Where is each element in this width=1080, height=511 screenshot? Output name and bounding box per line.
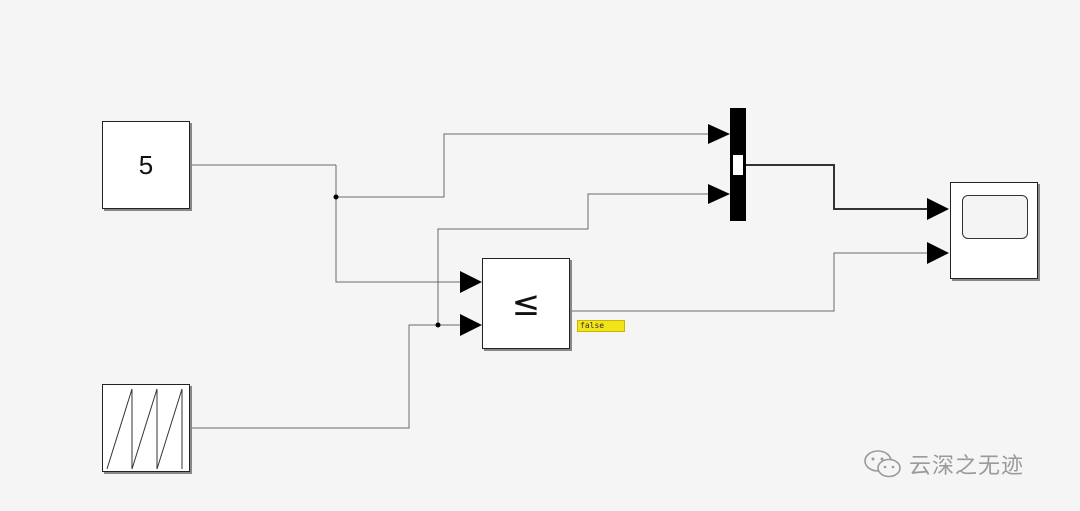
display-block[interactable]: false: [577, 320, 625, 332]
compare-input-port-1[interactable]: [460, 271, 482, 293]
constant-block[interactable]: 5: [102, 121, 190, 209]
scope-screen-icon: [962, 195, 1028, 239]
mux-bar: [732, 154, 744, 176]
branch-point: [435, 322, 441, 328]
wechat-icon: [864, 450, 901, 478]
signal-line-constant-to-mux[interactable]: [336, 133, 710, 198]
watermark: 云深之无迹: [863, 447, 1024, 481]
sawtooth-wave-icon: [106, 388, 183, 470]
signal-line-sawtooth-to-mux[interactable]: [437, 193, 710, 325]
mux-block[interactable]: [730, 108, 746, 221]
relational-operator-block[interactable]: ≤: [482, 258, 570, 349]
watermark-text: 云深之无迹: [909, 454, 1025, 479]
scope-block[interactable]: [950, 182, 1038, 279]
signal-line-sawtooth[interactable]: [190, 324, 462, 429]
compare-input-port-2[interactable]: [460, 314, 482, 336]
signal-line-mux-to-scope[interactable]: [746, 164, 930, 210]
signal-line-constant-to-compare[interactable]: [335, 165, 462, 283]
scope-input-port-2[interactable]: [927, 242, 949, 264]
branch-point: [333, 194, 339, 200]
constant-value: 5: [138, 149, 154, 180]
scope-input-port-1[interactable]: [927, 198, 949, 220]
signal-line-compare-to-scope[interactable]: [570, 252, 930, 312]
mux-input-port-2[interactable]: [708, 184, 730, 204]
operator-symbol: ≤: [511, 283, 541, 324]
sawtooth-generator-block[interactable]: [102, 384, 190, 472]
mux-input-port-1[interactable]: [708, 124, 730, 144]
